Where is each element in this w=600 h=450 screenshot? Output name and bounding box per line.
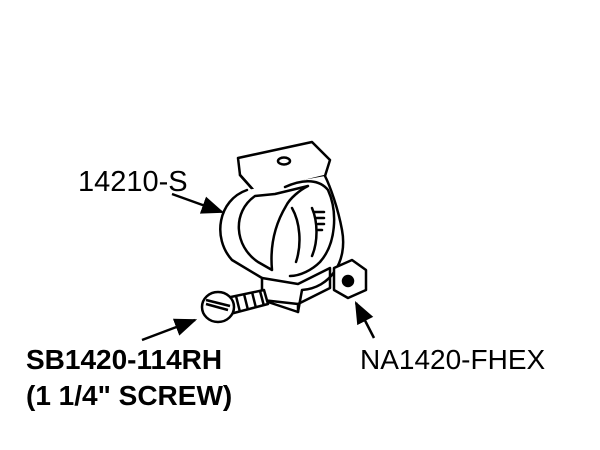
- screw-part-number: SB1420-114RH: [26, 344, 223, 375]
- screw-illustration: [200, 288, 270, 324]
- arrow-nut: [354, 300, 376, 339]
- arrow-clamp: [171, 192, 225, 214]
- nut-part-number: NA1420-FHEX: [360, 344, 546, 375]
- screw-note: (1 1/4" SCREW): [26, 380, 233, 411]
- hex-nut-illustration: [332, 258, 368, 300]
- clamp-part-number: 14210-S: [78, 166, 188, 198]
- arrow-screw: [141, 318, 198, 342]
- hanger-clamp-illustration: [219, 140, 345, 314]
- leader-arrows: [141, 192, 376, 342]
